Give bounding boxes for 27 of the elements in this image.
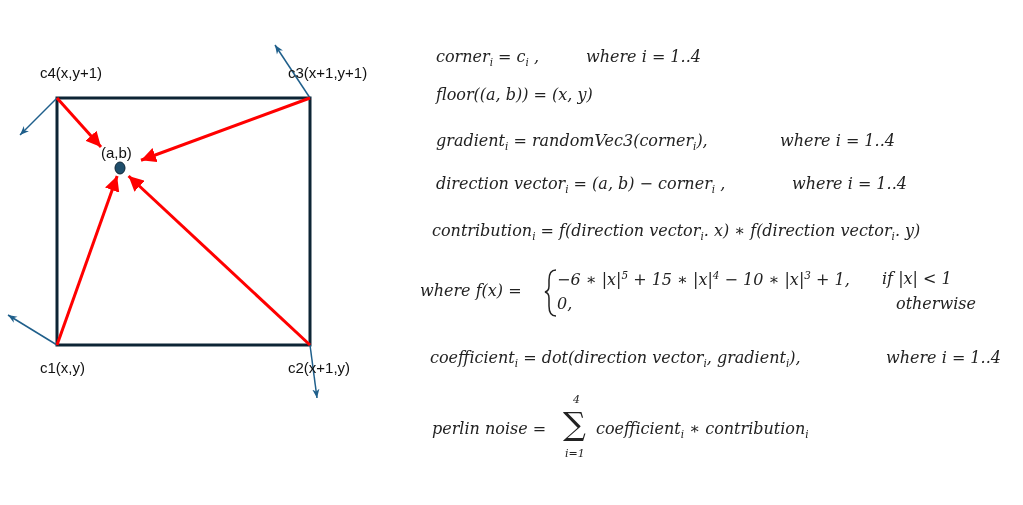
- formula-condition: where i = 1..4: [792, 175, 907, 193]
- formula-condition: where i = 1..4: [586, 48, 701, 66]
- arrow: [55, 97, 103, 148]
- formula: 0,: [557, 295, 573, 313]
- formula-condition: where i = 1..4: [886, 349, 1001, 367]
- summation-symbol: ∑: [563, 408, 586, 440]
- formula: perlin noise =: [432, 420, 547, 438]
- formula-condition: otherwise: [896, 295, 976, 313]
- formula: floor((a, b)) = (x, y): [436, 86, 593, 104]
- formula-condition: where i = 1..4: [780, 132, 895, 150]
- summation-limit: i=1: [565, 448, 585, 461]
- point-label: (a,b): [101, 144, 132, 161]
- formula: gradient$_{i}$ = randomVec3(corner$_{i}$),: [436, 132, 708, 153]
- formula: coefficient$_{i}$ = dot(direction vector$_{i}$, gradient$_{i}$),: [430, 349, 801, 370]
- formula: −6 ∗ |x|$^{5}$ + 15 ∗ |x|$^{4}$ − 10 ∗ |x|$^{3}$ + 1,: [557, 270, 850, 289]
- formula: corner$_{i}$ = c$_{i}$ ,: [436, 48, 540, 69]
- formula: where f(x) =: [420, 282, 522, 300]
- formula: coefficient$_{i}$ ∗ contribution$_{i}$: [596, 420, 809, 441]
- summation-limit: 4: [573, 394, 580, 407]
- arrow: [140, 96, 311, 163]
- formula-condition: if |x| < 1: [882, 270, 952, 288]
- formula: contribution$_{i}$ = f(direction vector$_{i}$. x) ∗ f(direction vector$_{i}$. y): [432, 222, 921, 243]
- arrow: [55, 175, 120, 346]
- arrow: [127, 174, 312, 347]
- formula: direction vector$_{i}$ = (a, b) − corner$_{i}$ ,: [436, 175, 726, 196]
- corner-label: c1(x,y): [40, 359, 85, 376]
- corner-label: c4(x,y+1): [40, 64, 103, 81]
